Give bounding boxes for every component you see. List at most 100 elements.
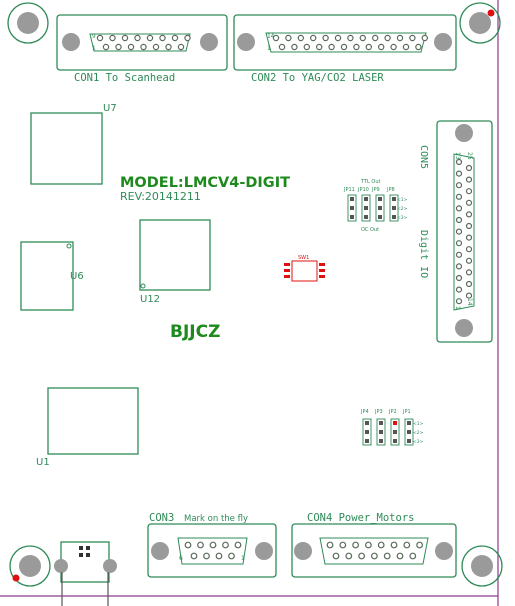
connector-pin xyxy=(371,552,378,560)
connector-pin xyxy=(278,43,286,51)
jumper-outline xyxy=(376,418,386,446)
connector-pin xyxy=(291,43,298,51)
con5-pin-first: 13 xyxy=(454,152,461,160)
con2-label: CON2 To YAG/CO2 LASER xyxy=(251,72,384,84)
mounting-hole-top-left xyxy=(7,2,49,44)
connector-pin xyxy=(409,552,417,560)
con2-pin-first: 14 xyxy=(267,33,275,40)
connector-pin xyxy=(152,43,160,51)
connector-pin xyxy=(353,43,360,51)
jumper-pin xyxy=(392,206,396,210)
digit-io-label: Digit IO xyxy=(418,230,429,278)
pin-mark-b2: <2> xyxy=(413,430,424,436)
connector-pin xyxy=(378,43,385,51)
u6-chip xyxy=(20,241,74,311)
connector-pin xyxy=(190,552,198,560)
con5-pin-second: 25 xyxy=(466,152,473,160)
jp9-label: JP9 xyxy=(371,187,380,193)
jumper-outline xyxy=(362,418,372,446)
jumper-pin xyxy=(407,430,411,434)
marker-dot xyxy=(12,574,20,582)
brand-label: BJJCZ xyxy=(170,322,220,342)
connector-pin xyxy=(102,43,110,51)
connector-pin xyxy=(272,34,280,42)
u1-chip xyxy=(47,387,139,455)
connector-pin xyxy=(455,170,463,177)
bottom-left-header xyxy=(54,541,117,606)
connector-pin xyxy=(197,541,204,549)
connector-pin xyxy=(310,34,317,42)
connector-pin xyxy=(465,188,473,195)
connector-pin xyxy=(340,43,348,51)
connector-pin xyxy=(365,541,372,549)
con5-pin-bottom-first: 14 xyxy=(466,298,473,306)
connector-pin xyxy=(339,541,347,549)
connector-pin xyxy=(455,205,463,212)
con4-connector xyxy=(291,523,457,578)
con5-label: CON5 xyxy=(418,145,429,169)
con1-connector: 9 1 xyxy=(56,14,228,71)
connector-pin xyxy=(228,552,235,560)
connector-pin xyxy=(134,34,141,42)
connector-pin xyxy=(215,552,223,560)
connector-pin xyxy=(121,34,129,42)
connector-pin xyxy=(455,274,463,282)
connector-pin xyxy=(455,251,463,258)
jumper-pin xyxy=(407,439,411,443)
jumper-pin xyxy=(379,439,383,443)
connector-pin xyxy=(455,158,463,166)
connector-pin xyxy=(115,43,122,51)
con3-pin-last: 1 xyxy=(241,555,245,562)
connector-pin xyxy=(465,176,473,183)
connector-pin xyxy=(365,43,372,51)
connector-pin xyxy=(109,34,116,42)
jumper-outline xyxy=(361,194,371,222)
jumper-outline xyxy=(389,194,399,222)
connector-pin xyxy=(396,552,404,560)
connector-pin xyxy=(222,541,229,549)
pin-mark-b1: <1> xyxy=(413,421,424,427)
connector-pin xyxy=(297,34,304,42)
con3-label: CON3 xyxy=(149,512,174,524)
connector-pin xyxy=(455,228,463,235)
jp1-label: JP1 xyxy=(402,409,411,415)
connector-pin xyxy=(140,43,147,51)
connector-pin xyxy=(396,34,404,42)
connector-pin xyxy=(465,211,473,218)
connector-pin xyxy=(328,43,335,51)
con5-connector: 13 25 14 1 xyxy=(436,120,493,343)
connector-pin xyxy=(345,552,353,560)
connector-pin xyxy=(390,541,398,549)
connector-pin xyxy=(352,541,360,549)
connector-pin xyxy=(455,216,463,224)
con2-connector: 14 1 xyxy=(233,14,457,71)
jumper-pin xyxy=(378,206,382,210)
connector-pin xyxy=(465,199,473,206)
connector-pin xyxy=(416,541,424,549)
jumper-pin xyxy=(365,421,369,425)
connector-pin xyxy=(203,552,210,560)
con3-pin-first: 6 xyxy=(179,555,183,562)
con4-label: CON4 Power_Motors xyxy=(307,512,414,524)
connector-pin xyxy=(184,34,191,42)
jumper-pin xyxy=(365,430,369,434)
jumper-pin xyxy=(407,421,411,425)
jumper-pin xyxy=(364,197,368,201)
mounting-hole-top-right xyxy=(459,2,501,44)
connector-pin xyxy=(171,34,179,42)
connector-pin xyxy=(455,182,463,189)
u7-chip xyxy=(30,112,103,185)
connector-pin xyxy=(415,43,422,51)
connector-pin xyxy=(465,246,473,253)
sw1-switch: SW1 xyxy=(284,255,325,282)
connector-pin xyxy=(465,257,473,264)
rev-label: REV:20141211 xyxy=(120,190,201,203)
connector-pin xyxy=(326,541,334,549)
mounting-hole-bottom-left xyxy=(9,545,51,587)
u1-label: U1 xyxy=(36,457,50,468)
connector-pin xyxy=(403,541,411,549)
connector-pin xyxy=(177,43,185,51)
connector-pin xyxy=(421,34,428,42)
connector-pin xyxy=(465,222,473,230)
jumper-pin xyxy=(392,197,396,201)
